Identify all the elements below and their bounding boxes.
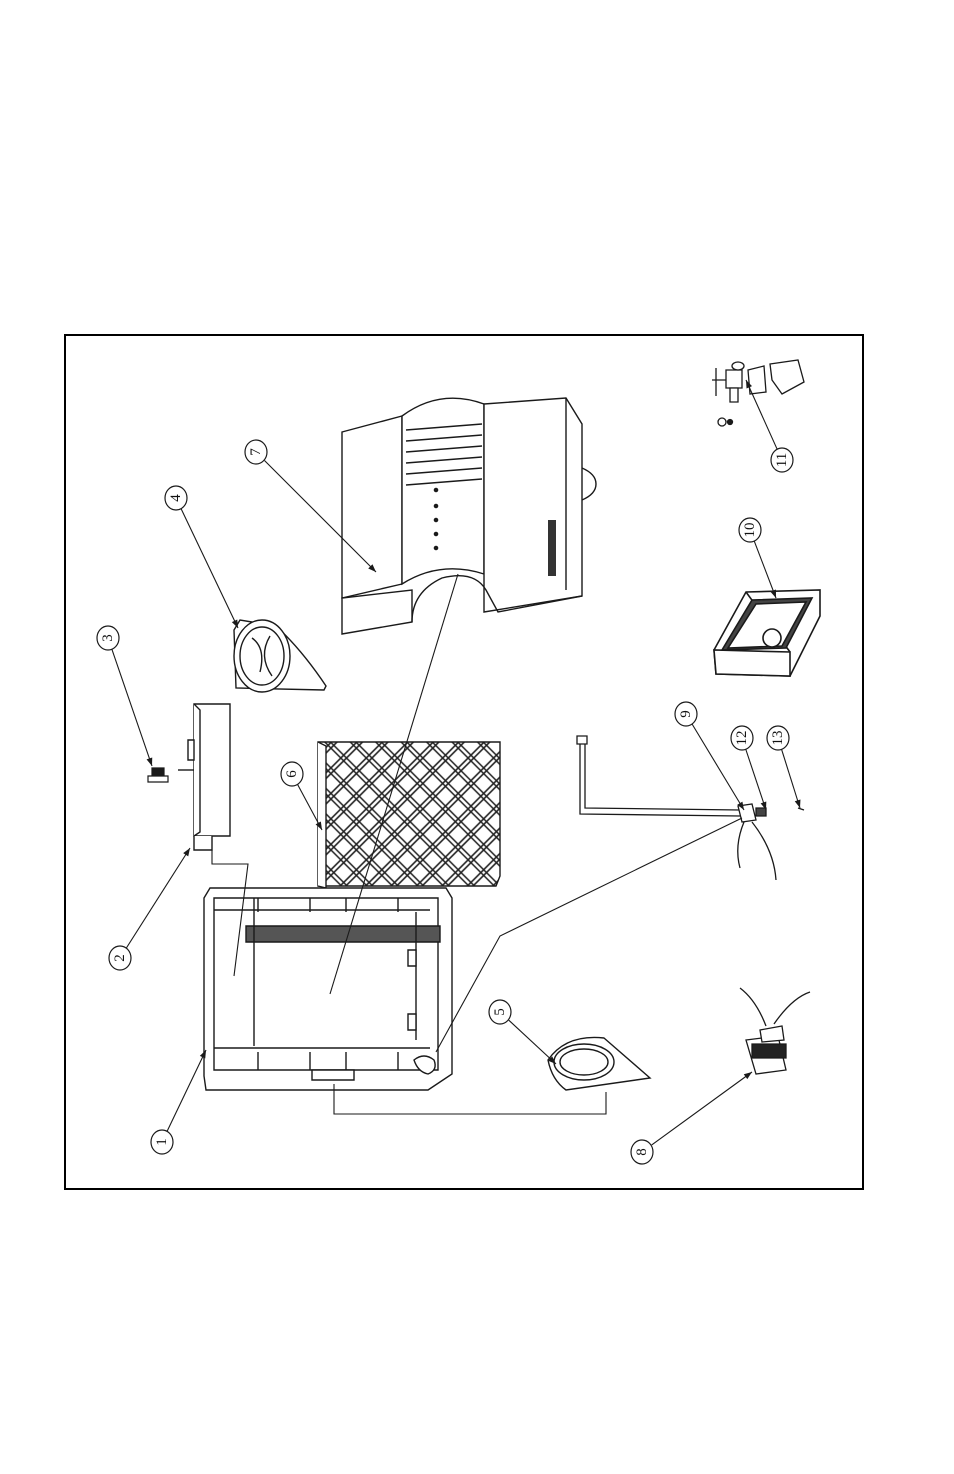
callout-arrowhead-8 <box>744 1072 752 1079</box>
callout-arrowhead-2 <box>183 848 190 856</box>
callout-leader-5 <box>509 1020 556 1064</box>
part-3-clip <box>148 768 168 782</box>
callout-label-6: 6 <box>284 770 300 778</box>
callout-label-4: 4 <box>168 494 184 502</box>
callout-leader-10 <box>754 541 776 598</box>
callout-label-9: 9 <box>678 710 694 718</box>
callout-10: 10 <box>739 518 776 598</box>
part-9-feed-tube <box>577 736 804 880</box>
callout-label-3: 3 <box>100 634 116 642</box>
callout-1: 1 <box>151 1050 206 1154</box>
callout-arrowhead-4 <box>232 619 238 628</box>
callout-arrowhead-3 <box>147 757 153 766</box>
callout-8: 8 <box>631 1072 752 1164</box>
callout-label-1: 1 <box>154 1138 170 1146</box>
callout-5: 5 <box>489 1000 556 1064</box>
callout-arrowhead-13 <box>795 799 801 808</box>
callout-leader-12 <box>746 749 766 810</box>
part-11-saddle-valve <box>712 360 804 426</box>
callout-label-13: 13 <box>770 731 786 746</box>
callout-leader-8 <box>652 1072 752 1145</box>
callout-label-11: 11 <box>774 453 790 467</box>
part-10-humidistat <box>714 590 820 676</box>
callout-label-5: 5 <box>492 1008 508 1016</box>
callout-leader-4 <box>181 509 238 628</box>
part-7-cover <box>342 398 596 634</box>
callout-label-7: 7 <box>248 448 264 456</box>
callout-label-12: 12 <box>734 731 750 746</box>
callout-label-8: 8 <box>634 1148 650 1156</box>
callout-13: 13 <box>767 726 800 808</box>
callout-leader-2 <box>126 848 190 948</box>
part-6-filter-pad <box>318 742 500 888</box>
callout-6: 6 <box>281 762 322 830</box>
part-2-control-housing <box>178 704 230 850</box>
part-4-fan-housing <box>234 620 326 692</box>
callout-2: 2 <box>109 848 190 970</box>
callout-4: 4 <box>165 486 238 628</box>
part-5-outlet-collar <box>548 1037 650 1090</box>
callout-label-10: 10 <box>742 523 758 538</box>
callout-leader-13 <box>782 749 800 808</box>
callout-label-2: 2 <box>112 954 128 962</box>
callout-3: 3 <box>97 626 152 766</box>
callout-9: 9 <box>675 702 744 810</box>
callout-leader-1 <box>167 1050 206 1131</box>
callout-arrowhead-1 <box>200 1050 206 1059</box>
callout-leader-3 <box>112 649 152 766</box>
part-8-solenoid-valve <box>740 988 810 1074</box>
